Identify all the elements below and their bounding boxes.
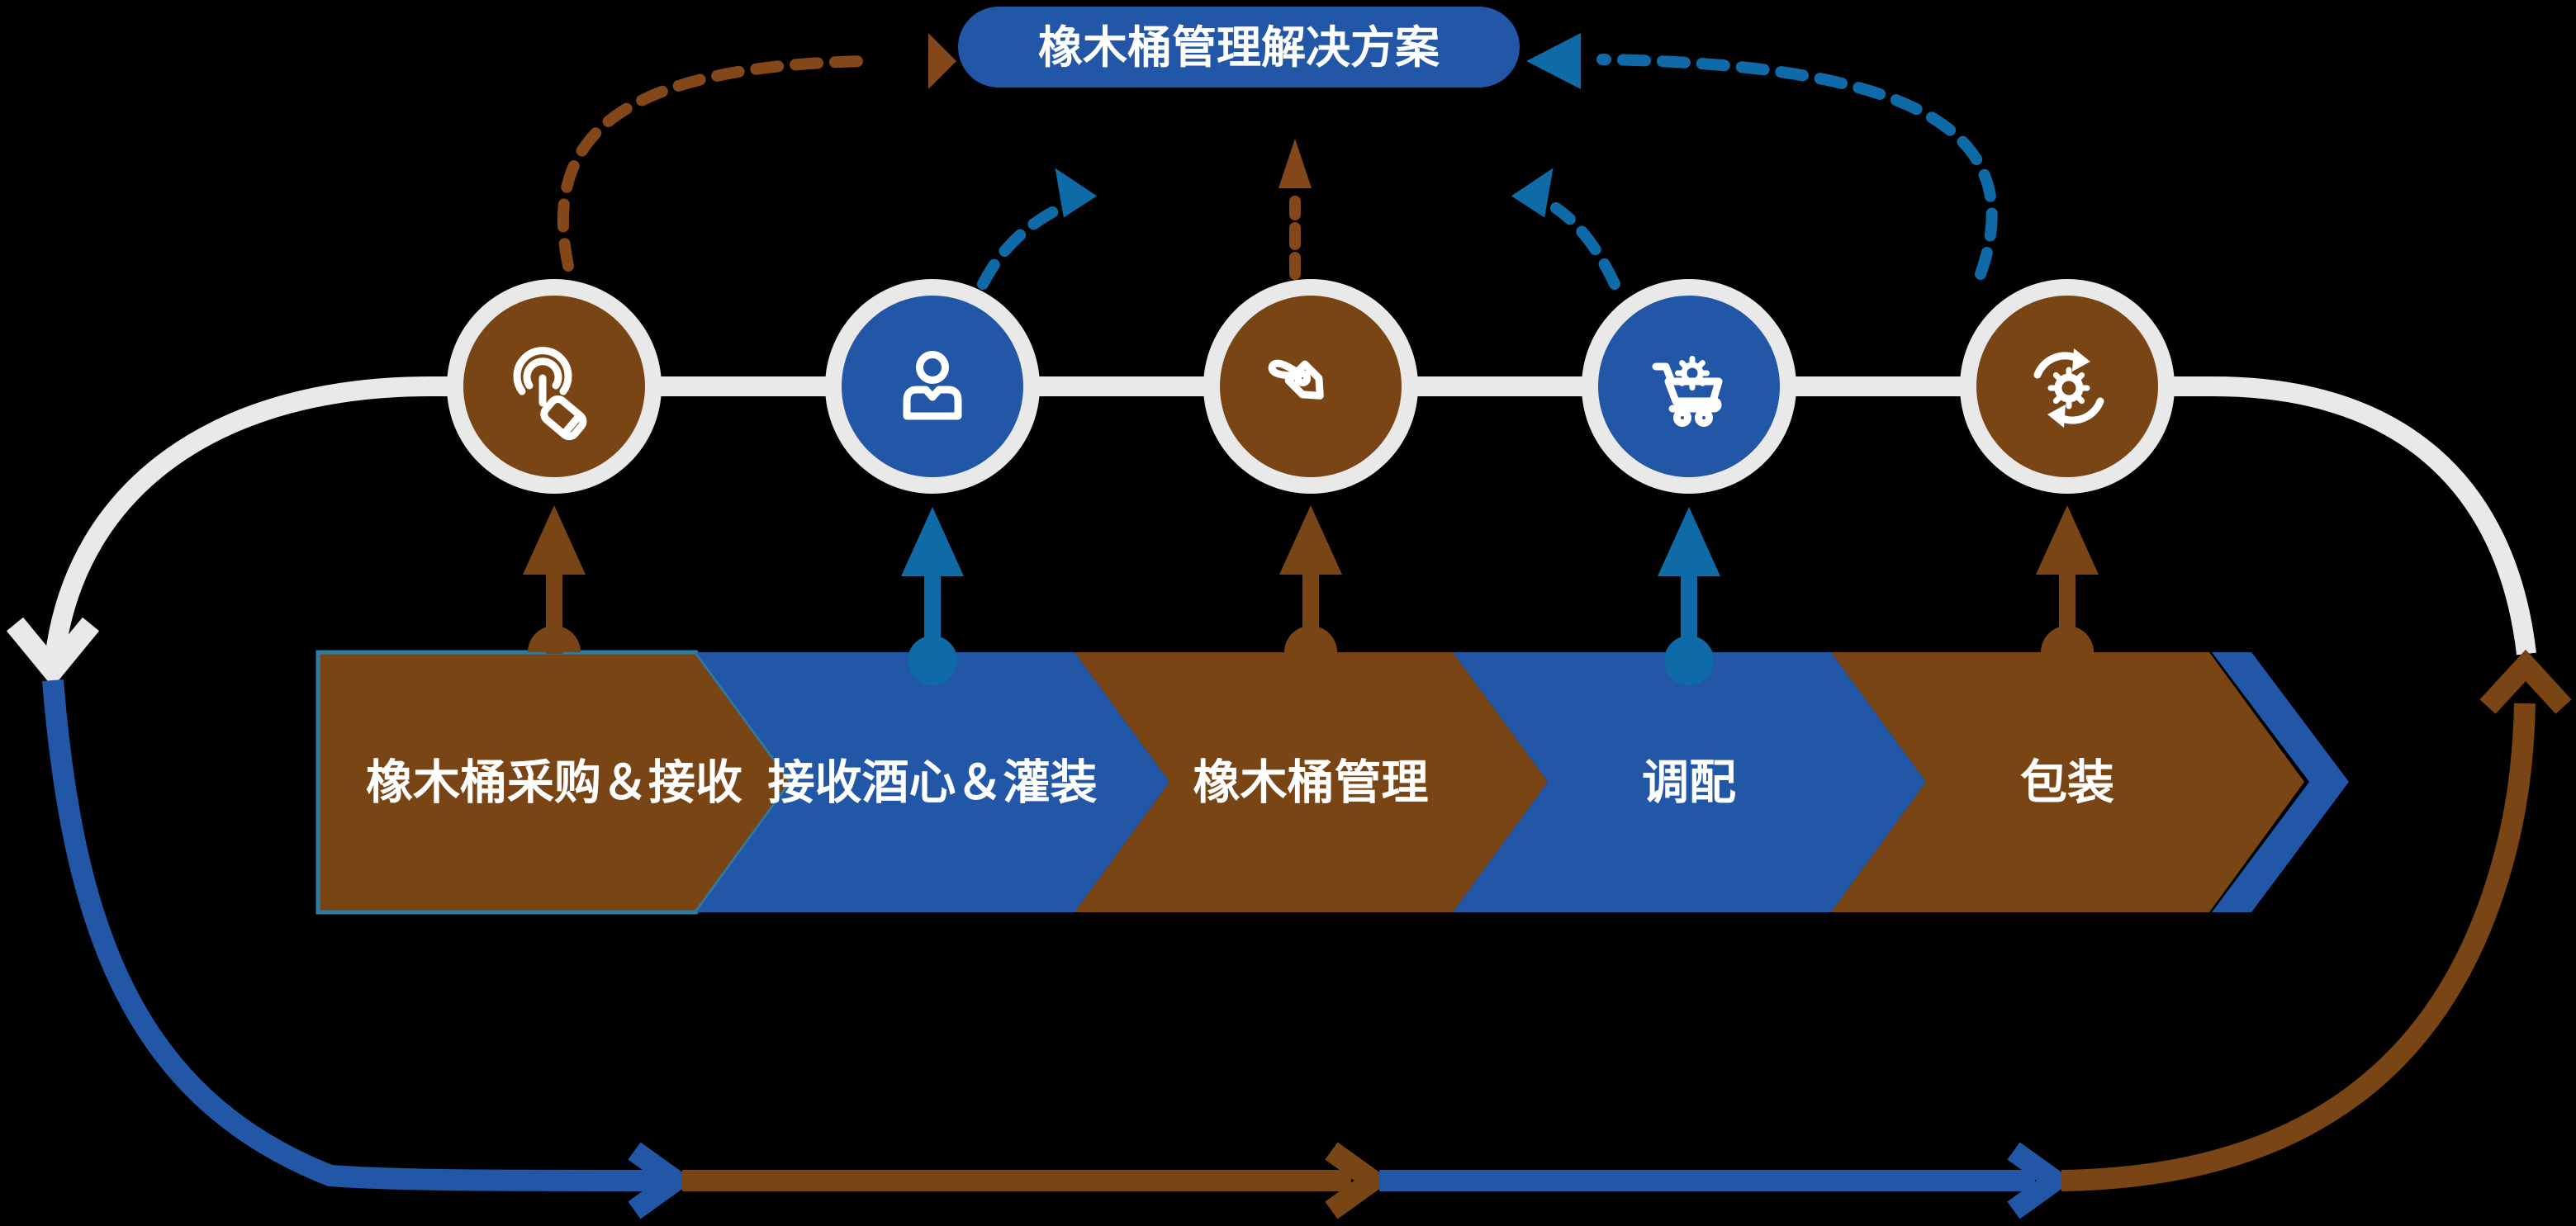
stage-label-4: 调配 <box>1642 756 1736 809</box>
connector-5-dashed-arc <box>1596 54 1998 280</box>
loop-blue-left-arc <box>42 679 662 1191</box>
dashed-connectors <box>557 33 1998 290</box>
bottom-return-loop <box>42 649 2572 1219</box>
tap-gesture-icon <box>513 347 587 441</box>
stage-circle-4 <box>1582 279 1796 494</box>
connector-4-arrowhead-icon <box>1511 168 1554 218</box>
process-chevrons: 橡木桶采购＆接收 接收酒心＆灌装 橡木桶管理 调配 包装 <box>315 650 2349 915</box>
stage-chevron-4 <box>1453 652 1926 912</box>
up-arrow-3-icon <box>1279 505 1342 654</box>
stage-chevron-3 <box>1075 652 1548 912</box>
connector-1-dashed-arc <box>557 55 871 272</box>
up-arrow-1-icon <box>523 505 586 654</box>
connector-2-dashed-line <box>977 202 1066 290</box>
stage-label-1: 橡木桶采购＆接收 <box>366 756 742 809</box>
connector-4-dashed-line <box>1550 202 1620 290</box>
loop-brown-right-arc <box>2061 703 2536 1191</box>
loop-arrowhead-right-brown-icon <box>1325 1142 1392 1219</box>
loop-arrowhead-up-brown-icon <box>2479 649 2572 714</box>
stage-chevron-5 <box>1831 652 2304 912</box>
up-arrow-4-icon <box>1658 507 1720 685</box>
stage-label-5: 包装 <box>2020 756 2114 809</box>
solution-title: 橡木桶管理解决方案 <box>1038 23 1440 73</box>
stage-circle-5 <box>1960 279 2175 494</box>
loop-arrowhead-right-blue-icon <box>628 1142 695 1219</box>
stage-circle-1 <box>447 279 662 494</box>
cycle-rail-arc <box>45 376 2536 660</box>
stage-circles <box>447 279 2175 494</box>
sync-gear-icon <box>2033 348 2104 428</box>
stage-chevron-2 <box>696 652 1169 912</box>
rail-arrowhead-down-icon <box>6 617 100 688</box>
person-icon <box>903 351 962 420</box>
chevron-tail-band <box>2212 652 2349 912</box>
connector-2-arrowhead-icon <box>1055 168 1098 218</box>
cart-gear-icon <box>1652 356 1723 427</box>
stage-label-2: 接收酒心＆灌装 <box>768 756 1098 809</box>
stage-label-3: 橡木桶管理 <box>1193 756 1429 809</box>
connector-1-arrowhead-icon <box>928 33 956 89</box>
loop-arrowhead-right-blue2-icon <box>2007 1142 2074 1219</box>
up-arrow-2-icon <box>901 507 964 685</box>
connector-3-arrowhead-icon <box>1279 139 1312 188</box>
solution-pill: 橡木桶管理解决方案 <box>958 7 1520 88</box>
stage-circle-2 <box>825 279 1040 494</box>
price-tag-icon <box>1268 359 1324 400</box>
connector-5-arrowhead-icon <box>1526 33 1581 89</box>
up-arrow-5-icon <box>2036 505 2099 654</box>
stage-circle-3 <box>1203 279 1418 494</box>
solution-pill-shape <box>958 7 1520 88</box>
cycle-rail <box>6 376 2536 688</box>
stage-up-arrows <box>523 505 2099 685</box>
